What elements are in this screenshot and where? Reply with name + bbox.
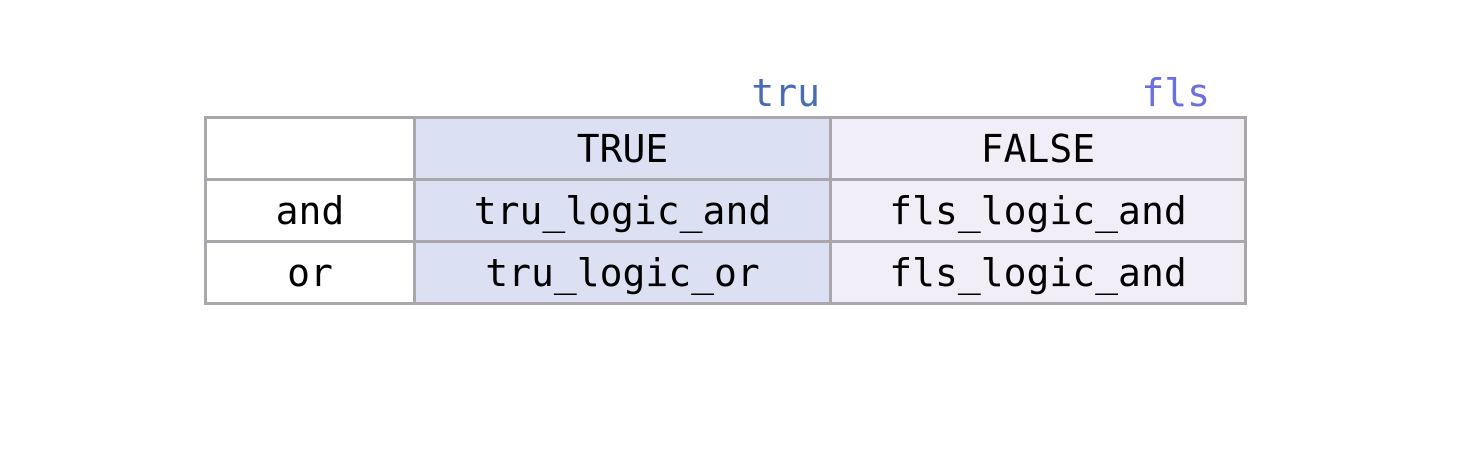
logic-table: TRUE FALSE and tru_logic_and fls_logic_a…	[204, 116, 1247, 305]
table-row: or tru_logic_or fls_logic_and	[204, 240, 1247, 305]
header-true-cell: TRUE	[413, 116, 832, 181]
table-row: and tru_logic_and fls_logic_and	[204, 178, 1247, 243]
false-column-label: fls	[1141, 71, 1210, 115]
row-label-and: and	[204, 178, 416, 243]
corner-cell	[204, 116, 416, 181]
cell-true-and: tru_logic_and	[413, 178, 832, 243]
header-row: TRUE FALSE	[204, 116, 1247, 181]
row-label-or: or	[204, 240, 416, 305]
cell-true-or: tru_logic_or	[413, 240, 832, 305]
cell-false-and: fls_logic_and	[829, 178, 1247, 243]
header-false-cell: FALSE	[829, 116, 1247, 181]
cell-false-or: fls_logic_and	[829, 240, 1247, 305]
true-column-label: tru	[751, 71, 820, 115]
